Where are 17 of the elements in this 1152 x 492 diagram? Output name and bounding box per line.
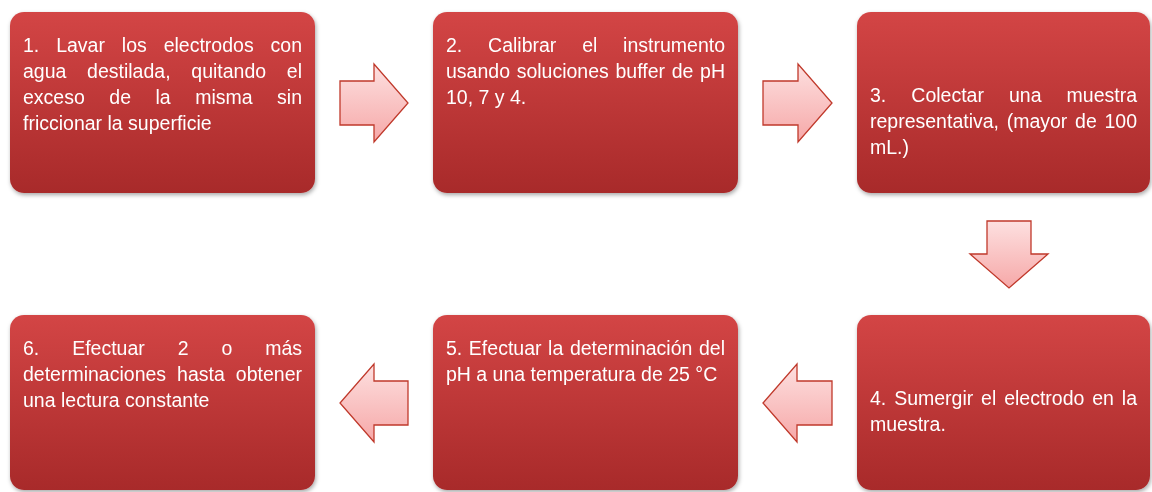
block-arrow <box>762 362 833 444</box>
step-text: 1. Lavar los electrodos con agua destilada, quitando el exceso de la misma sin friccionar la superficie <box>23 33 302 136</box>
step-text: 4. Sumergir el electrodo en la muestra. <box>870 386 1137 437</box>
block-arrow <box>968 220 1050 289</box>
step-text: 6. Efectuar 2 o más determinaciones hasta obtener una lectura constante <box>23 336 302 413</box>
step-text: 2. Calibrar el instrumento usando soluciones buffer de pH 10, 7 y 4. <box>446 33 725 110</box>
process-box <box>857 12 1150 193</box>
process-box <box>433 315 738 490</box>
step-text: 5. Efectuar la determinación del pH a una temperatura de 25 °C <box>446 336 725 387</box>
process-box <box>433 12 738 193</box>
block-arrow <box>339 362 409 444</box>
block-arrow <box>762 62 833 144</box>
process-box <box>857 315 1150 490</box>
process-box <box>10 12 315 193</box>
process-box <box>10 315 315 490</box>
block-arrow <box>339 62 409 144</box>
step-text: 3. Colectar una muestra representativa, (mayor de 100 mL.) <box>870 83 1137 160</box>
